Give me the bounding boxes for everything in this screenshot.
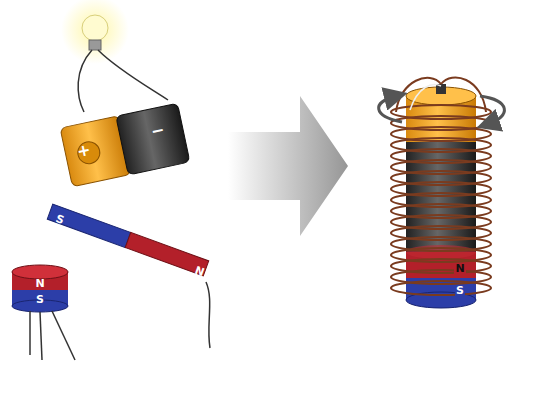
battery [60, 103, 190, 187]
top-wires [396, 77, 486, 112]
pole-label: S [455, 285, 465, 296]
pole-label: N [193, 264, 207, 278]
bulb-wires [78, 50, 168, 112]
wire-coil [391, 105, 491, 295]
coil-turn [391, 281, 491, 295]
disc-magnet [12, 265, 75, 360]
light-bulb [61, 0, 129, 64]
transition-arrow [228, 96, 348, 236]
pole-label: N [34, 278, 45, 289]
pole-label: S [35, 294, 45, 305]
pole-label: N [454, 263, 465, 274]
magnet-wire [206, 282, 210, 348]
bar-magnet [47, 204, 208, 276]
rotation-arrows [379, 96, 505, 124]
